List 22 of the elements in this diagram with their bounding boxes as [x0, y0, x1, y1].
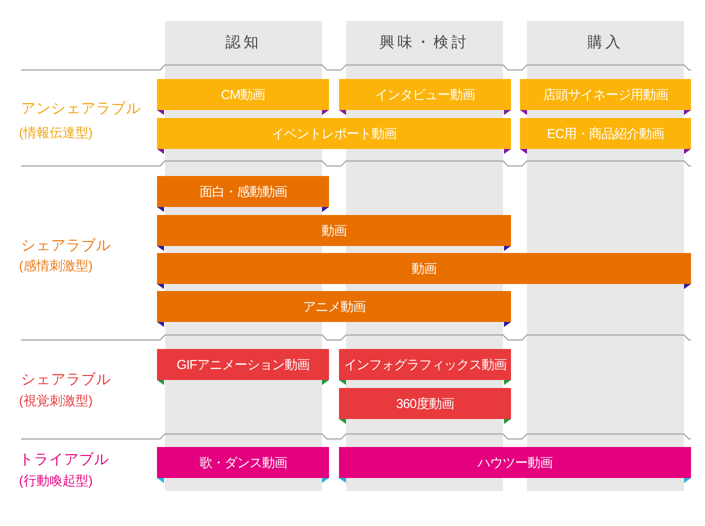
category-label: シェアラブル [21, 239, 111, 254]
category-subtitle: (感情刺激型) [19, 258, 93, 272]
category-label: トライアブル [19, 453, 109, 468]
ribbon-bar: 歌・ダンス動画 [157, 447, 329, 478]
ribbon-bar: 動画 [157, 253, 691, 284]
category-label: アンシェアラブル [21, 102, 141, 116]
ribbon-bar: 面白・感動動画 [157, 176, 329, 207]
ribbon-bar: CM動画 [157, 79, 329, 110]
category-subtitle: (行動喚起型) [19, 474, 93, 486]
ribbon-bar: 360度動画 [339, 388, 511, 419]
ribbon-bar: インタビュー動画 [339, 79, 511, 110]
ribbon-bar: GIFアニメーション動画 [157, 349, 329, 380]
category-subtitle: (情報伝達型) [19, 126, 93, 138]
ribbon-bar: イベントレポート動画 [157, 118, 511, 149]
ribbon-bar: ハウツー動画 [339, 447, 691, 478]
ribbon-bar: 店頭サイネージ用動画 [520, 79, 691, 110]
category-label: シェアラブル [21, 373, 111, 388]
ribbon-bar: インフォグラフィックス動画 [339, 349, 511, 380]
ribbon-bar: EC用・商品紹介動画 [520, 118, 691, 149]
ribbon-bar: アニメ動画 [157, 291, 511, 322]
ribbon-bar: 動画 [157, 215, 511, 246]
category-subtitle: (視覚刺激型) [19, 394, 93, 406]
